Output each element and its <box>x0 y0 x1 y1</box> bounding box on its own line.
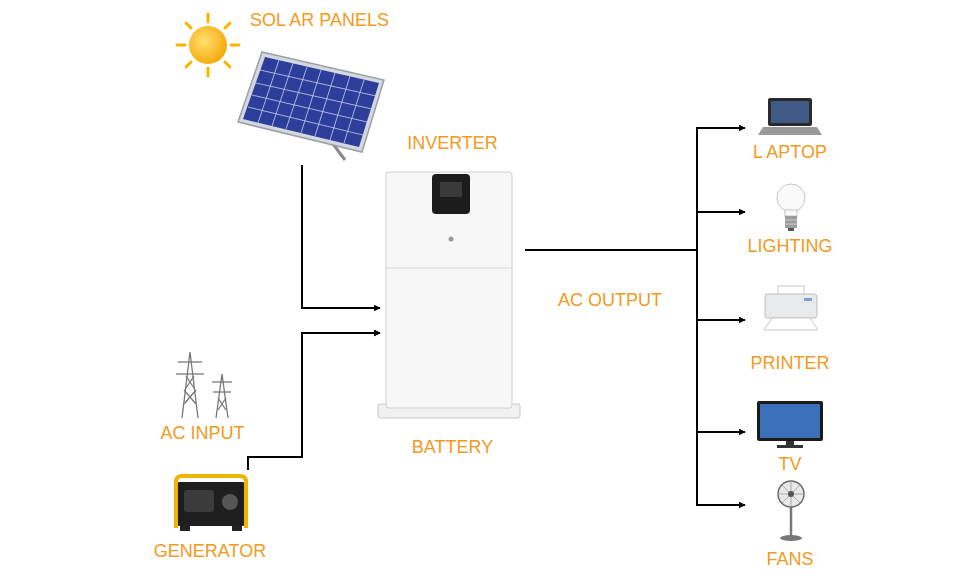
printer-node: PRINTER <box>745 284 835 374</box>
node-label: AC INPUT <box>160 422 244 444</box>
ac-input-node: AC INPUT <box>155 345 250 462</box>
bulb-icon <box>777 184 805 231</box>
connector-line <box>525 212 745 250</box>
solar-panel-icon <box>238 52 384 160</box>
tv-node: TV <box>745 398 835 475</box>
node-label: SOL AR PANELS <box>250 9 389 31</box>
node-label: BATTERY <box>412 436 493 458</box>
node-label: LIGHTING <box>747 235 832 257</box>
connector-line <box>525 250 745 432</box>
connector-line <box>525 250 745 505</box>
node-label: PRINTER <box>750 352 829 374</box>
connector-line <box>525 128 745 250</box>
printer-icon <box>764 286 818 330</box>
node-label: L APTOP <box>753 141 827 163</box>
laptop-icon <box>758 98 822 135</box>
tv-icon <box>757 401 823 448</box>
inverter-battery-icon <box>378 172 520 418</box>
generator-node: GENERATOR <box>150 470 270 566</box>
node-label: FANS <box>766 548 813 570</box>
connector-line <box>525 250 745 320</box>
connector-line <box>248 333 380 470</box>
laptop-node: L APTOP <box>745 95 835 163</box>
node-label: GENERATOR <box>154 540 266 562</box>
connector-line <box>250 333 380 457</box>
fan-icon <box>778 481 804 541</box>
lighting-node: LIGHTING <box>745 180 835 257</box>
node-label: TV <box>778 453 801 475</box>
sun-icon <box>177 14 239 76</box>
edge-caption: AC OUTPUT <box>558 289 662 311</box>
connector-line <box>302 165 380 308</box>
generator-icon <box>176 476 246 531</box>
inverter-node: INVERTER BATTERY <box>380 132 525 458</box>
pylon-icon <box>176 352 232 418</box>
solar-panels-node: SOL AR PANELS <box>180 5 395 165</box>
fans-node: FANS <box>745 478 835 570</box>
node-label: INVERTER <box>407 132 498 154</box>
